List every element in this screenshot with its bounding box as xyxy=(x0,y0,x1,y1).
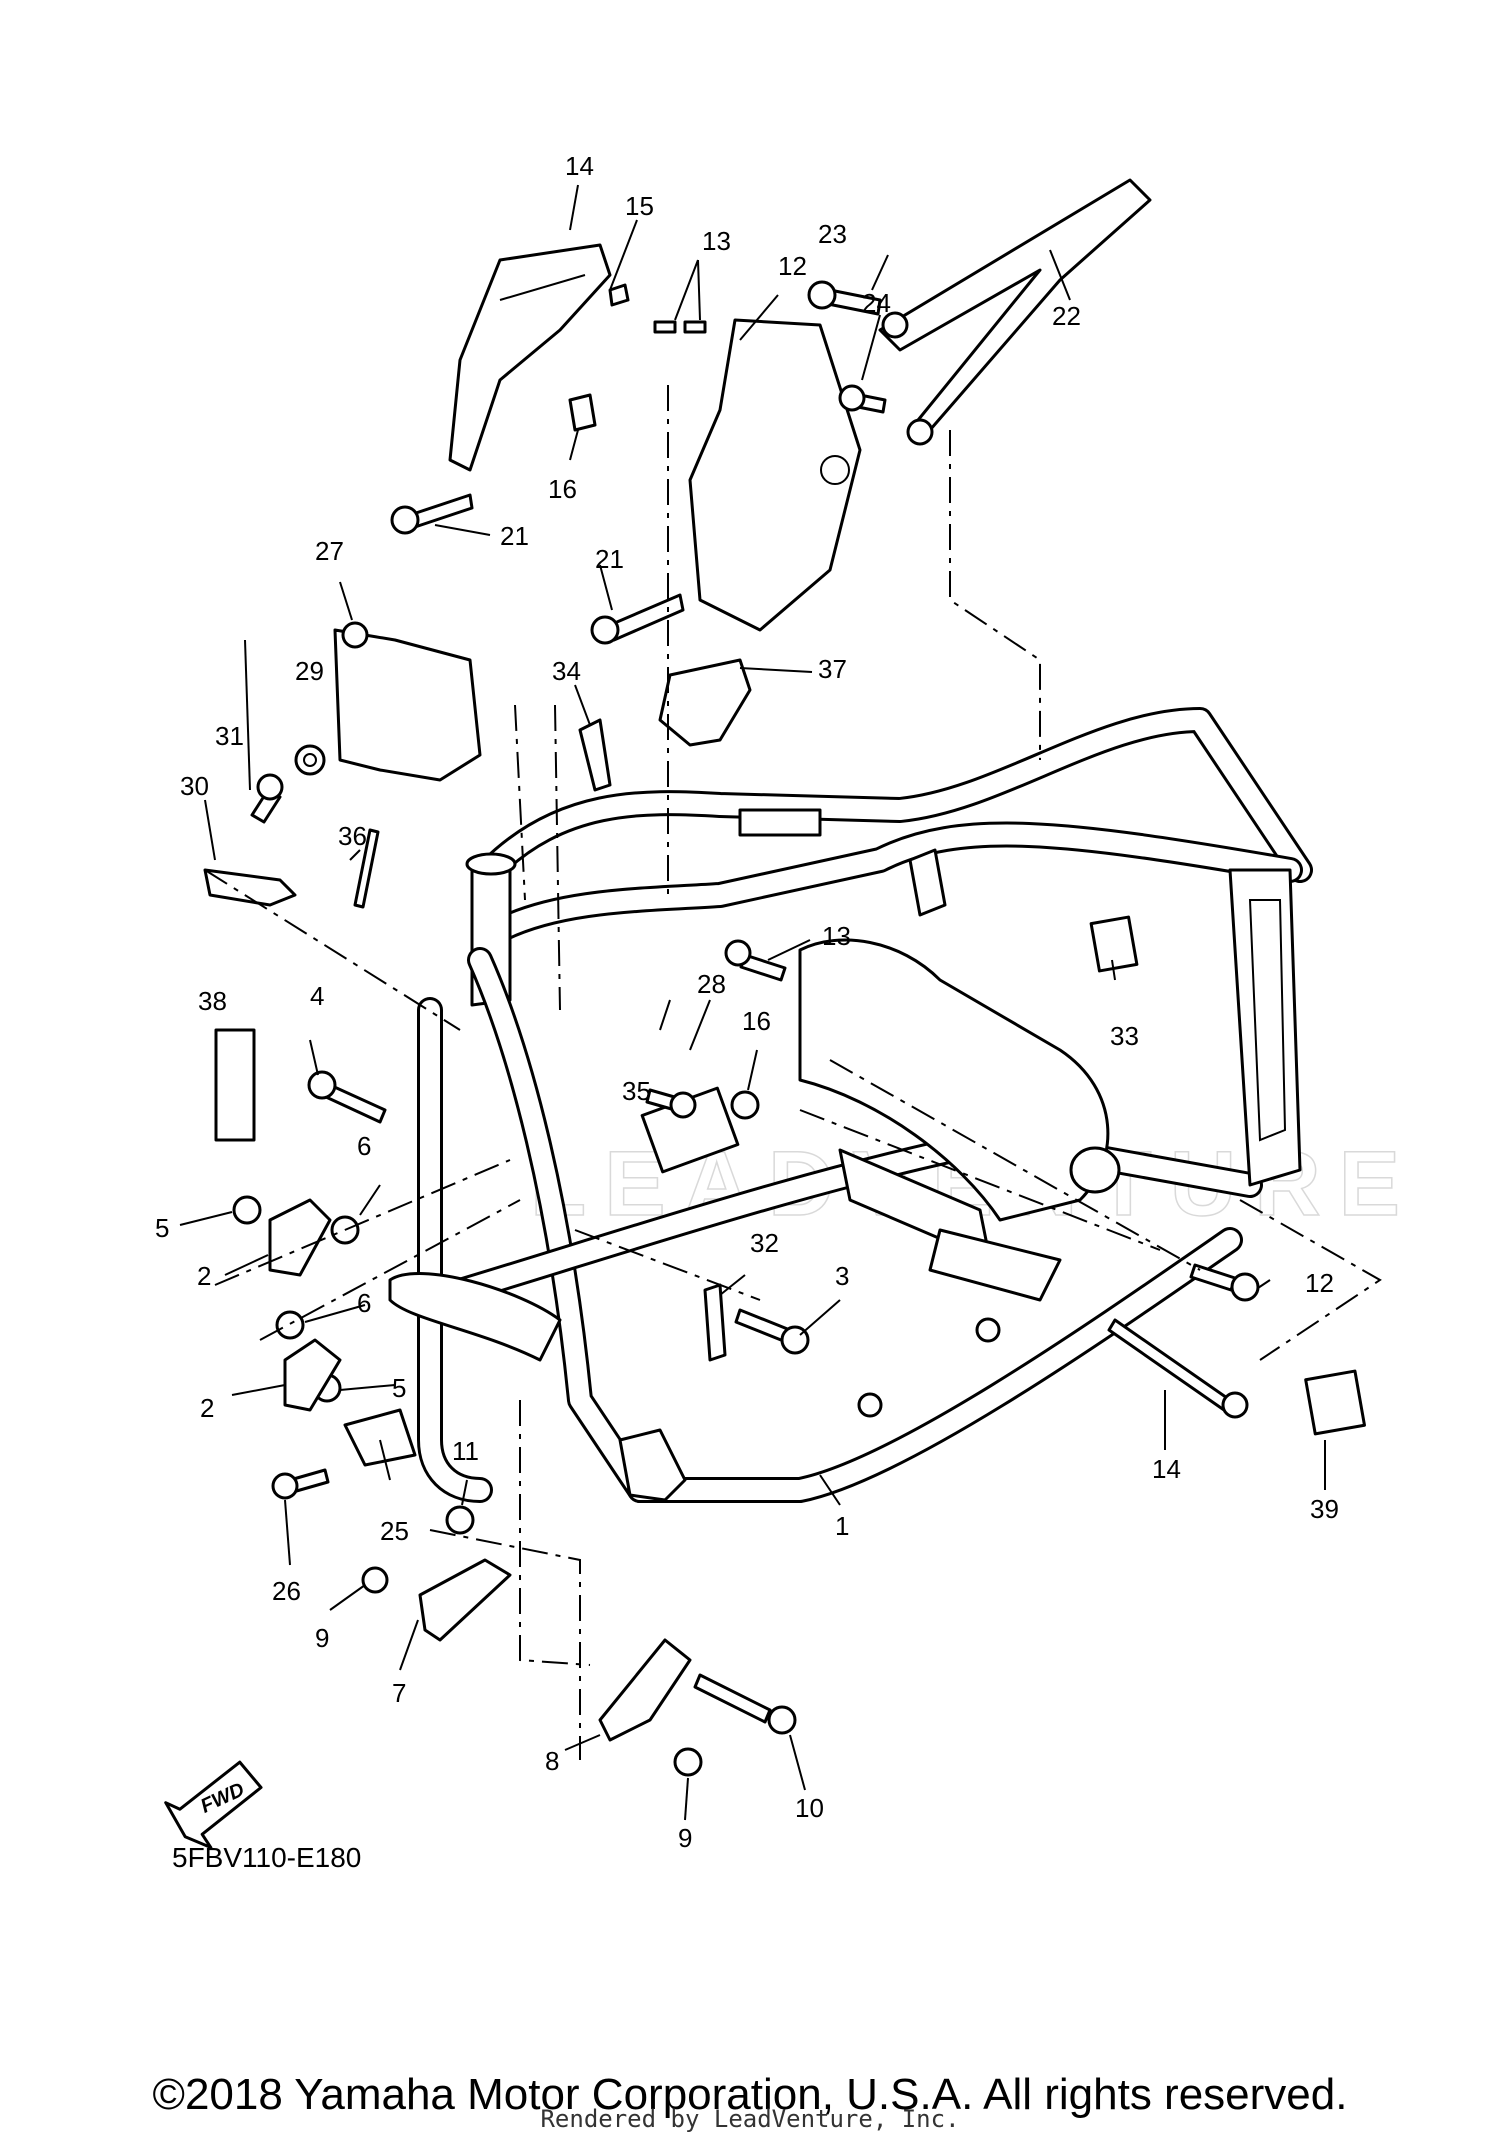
callout-32: 32 xyxy=(750,1228,779,1258)
diagram-code: 5FBV110-E180 xyxy=(172,1842,362,1873)
callout-4: 4 xyxy=(310,981,324,1011)
callout-19: 15 xyxy=(625,191,654,221)
bolt-10 xyxy=(693,1673,797,1735)
callout-16: 12 xyxy=(778,251,807,281)
plate-7 xyxy=(418,1558,512,1642)
callout-15: 16 xyxy=(742,1006,771,1036)
rear-frame-loop xyxy=(1228,868,1302,1187)
callout-22: 22 xyxy=(1052,301,1081,331)
frame-assembly xyxy=(388,707,1313,1503)
side-cover-18 xyxy=(448,243,612,472)
bolt-14 xyxy=(1107,1318,1249,1419)
bolt-13 xyxy=(724,939,787,982)
callout-21-left: 21 xyxy=(500,521,529,551)
grommet-29 xyxy=(294,744,326,776)
bolt-21-right xyxy=(590,593,685,645)
pad-20 xyxy=(568,393,597,432)
callout-28: 28 xyxy=(697,969,726,999)
center-frame-section xyxy=(798,938,1110,1222)
bolt-23 xyxy=(807,280,882,316)
callout-39: 39 xyxy=(1310,1494,1339,1524)
callout-21-right: 21 xyxy=(595,544,624,574)
callout-24: 24 xyxy=(862,288,891,318)
bolt-26 xyxy=(271,1468,330,1500)
callout-25: 25 xyxy=(380,1516,409,1546)
callout-13: 13 xyxy=(822,921,851,951)
bolt-4 xyxy=(307,1070,387,1124)
callout-labels: 14 15 13 23 12 24 22 16 21 21 27 29 34 3… xyxy=(155,151,1339,1853)
bolt-12 xyxy=(1189,1263,1260,1302)
bolt-24 xyxy=(838,384,887,414)
bracket-25 xyxy=(343,1408,417,1467)
callout-9-lower: 9 xyxy=(678,1823,692,1853)
clip-17a xyxy=(653,320,677,334)
callout-12: 12 xyxy=(1305,1268,1334,1298)
callout-2-upper: 2 xyxy=(197,1261,211,1291)
callout-18: 14 xyxy=(565,151,594,181)
callout-35: 35 xyxy=(622,1076,651,1106)
label-39 xyxy=(1304,1369,1366,1436)
callout-8: 8 xyxy=(545,1746,559,1776)
callout-10: 10 xyxy=(795,1793,824,1823)
callout-20: 16 xyxy=(548,474,577,504)
callout-5-upper: 5 xyxy=(155,1213,169,1243)
leader-lines xyxy=(179,184,1326,1821)
callout-34: 34 xyxy=(552,656,581,686)
washer-11 xyxy=(445,1505,475,1535)
copyright-notice: ©2018 Yamaha Motor Corporation, U.S.A. A… xyxy=(152,2070,1348,2119)
callout-38: 38 xyxy=(198,986,227,1016)
callout-26: 26 xyxy=(272,1576,301,1606)
cover-37 xyxy=(658,658,752,747)
callout-6-lower: 6 xyxy=(357,1288,371,1318)
clamp-30 xyxy=(203,868,297,907)
callout-23: 23 xyxy=(818,219,847,249)
bolt-21-left xyxy=(390,493,474,535)
callout-37: 37 xyxy=(818,654,847,684)
plate-2-lower xyxy=(283,1338,342,1412)
bracket-22 xyxy=(878,178,1152,432)
bolt-9-upper xyxy=(361,1566,389,1594)
callout-1: 1 xyxy=(835,1511,849,1541)
bracket-32 xyxy=(703,1283,727,1362)
label-33 xyxy=(1089,915,1139,973)
cover-16 xyxy=(688,318,862,632)
bracket-assembly-27 xyxy=(333,628,482,782)
callout-3: 3 xyxy=(835,1261,849,1291)
callout-29: 29 xyxy=(295,656,324,686)
callout-5-lower: 5 xyxy=(392,1373,406,1403)
label-38 xyxy=(214,1028,256,1142)
washer-5-upper xyxy=(232,1195,262,1225)
washer-15 xyxy=(730,1090,760,1120)
plate-2-upper xyxy=(268,1198,332,1277)
callout-2-lower: 2 xyxy=(200,1393,214,1423)
strip-36 xyxy=(353,828,380,909)
strip-34 xyxy=(578,718,612,792)
callout-30: 30 xyxy=(180,771,209,801)
bolt-28 xyxy=(645,1088,697,1119)
callout-33: 33 xyxy=(1110,1021,1139,1051)
clip-19 xyxy=(608,283,630,307)
callout-9-upper: 9 xyxy=(315,1623,329,1653)
callout-36: 36 xyxy=(338,821,367,851)
bolt-9-lower xyxy=(673,1747,703,1777)
callout-17: 13 xyxy=(702,226,731,256)
callout-6-upper: 6 xyxy=(357,1131,371,1161)
plate-8 xyxy=(598,1638,692,1742)
bolt-6-lower xyxy=(275,1310,305,1340)
bolt-3 xyxy=(734,1308,810,1355)
clip-17b xyxy=(683,320,707,334)
callout-31: 31 xyxy=(215,721,244,751)
nut-27 xyxy=(341,621,369,649)
callout-11: 11 xyxy=(452,1436,479,1466)
callout-7: 7 xyxy=(392,1678,406,1708)
bolt-31 xyxy=(250,773,284,824)
callout-14: 14 xyxy=(1152,1454,1181,1484)
callout-27: 27 xyxy=(315,536,344,566)
rendered-by-notice: Rendered by LeadVenture, Inc. xyxy=(540,2105,960,2133)
